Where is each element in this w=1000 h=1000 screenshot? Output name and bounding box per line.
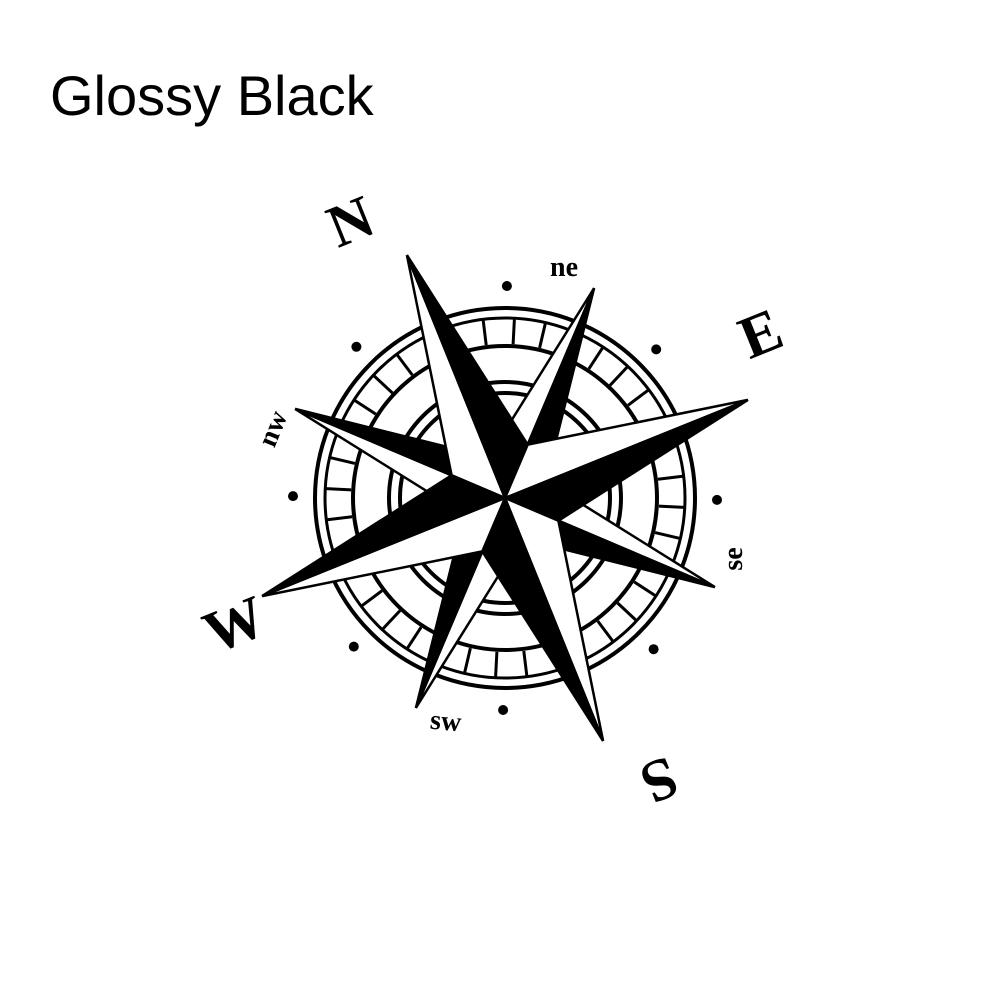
compass-tick: [587, 347, 604, 370]
compass-tick: [616, 601, 637, 622]
compass-tick: [396, 354, 414, 376]
compass-dot: [498, 705, 509, 715]
product-title: Glossy Black: [50, 64, 374, 127]
compass-dot: [348, 641, 359, 652]
compass-tick: [327, 515, 353, 522]
middle-ring: [351, 344, 659, 652]
compass-tick: [373, 374, 394, 395]
compass-tick: [596, 620, 614, 642]
southeast-label: se: [718, 547, 749, 570]
compass-rings: [313, 306, 697, 690]
compass-tick: [511, 319, 516, 345]
cardinal-point-dark-half: [261, 473, 509, 598]
compass-tick: [522, 650, 529, 676]
compass-tick: [354, 399, 377, 416]
compass-tick: [654, 531, 680, 540]
northeast-label: ne: [550, 252, 578, 283]
compass-dot: [651, 344, 662, 355]
south-label: S: [632, 744, 688, 818]
southwest-label: sw: [429, 705, 463, 739]
compass-tick: [657, 474, 683, 481]
compass-dot: [648, 644, 659, 655]
compass-tick: [608, 366, 629, 387]
outer-ring-outer: [313, 306, 697, 690]
compass-tick: [494, 651, 499, 677]
inner-ring-outer: [387, 380, 623, 616]
compass-tick: [633, 580, 656, 597]
compass-dot: [501, 281, 512, 291]
compass-tick: [326, 487, 352, 492]
compass-dot: [351, 341, 362, 352]
compass-tick: [330, 456, 356, 465]
compass-tick: [538, 323, 547, 349]
compass-tick: [361, 589, 383, 607]
compass-star: [261, 254, 749, 742]
compass-dots: [288, 281, 722, 715]
inner-ring-inner: [398, 391, 612, 605]
compass-tick: [627, 389, 649, 407]
compass-dot: [288, 491, 298, 502]
north-label: N: [318, 183, 383, 260]
outer-ring-inner: [323, 316, 687, 680]
northwest-label: nw: [252, 406, 294, 452]
compass-dot: [712, 494, 722, 505]
east-label: E: [730, 295, 792, 371]
compass-tick: [658, 504, 684, 509]
compass-tick: [463, 647, 472, 673]
compass-tick: [381, 609, 402, 630]
compass-tick: [406, 626, 423, 649]
compass-tick: [481, 320, 488, 346]
